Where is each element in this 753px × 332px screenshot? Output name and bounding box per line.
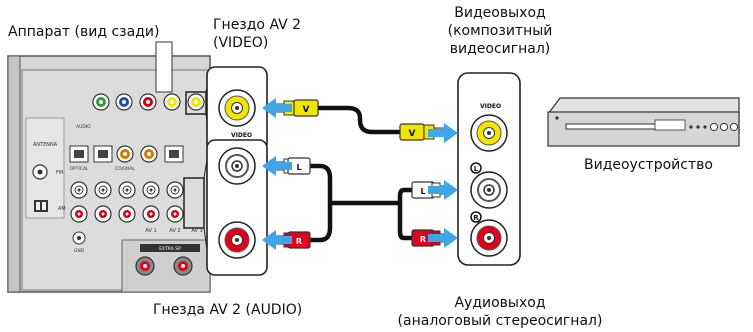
device-rear-label: Аппарат (вид сзади) (8, 24, 160, 40)
audio-cable: L R L R (269, 157, 453, 249)
video-out-label-line2: (композитный (447, 23, 553, 39)
video-player-device (547, 97, 740, 147)
video-cable: V V (269, 99, 449, 141)
av2-audio-label: Гнезда AV 2 (AUDIO) (153, 302, 303, 318)
audio-jack-grid: AV 1 AV 2 AV 3 GND (70, 181, 203, 254)
arrow-left-video (262, 98, 292, 118)
extra-sp-text: EXTRA SP (159, 246, 181, 252)
antenna-mast (155, 41, 173, 93)
audio-plug-left-red-letter: R (296, 237, 302, 246)
arrow-left-audio-red (262, 230, 292, 250)
audio-plug-right-red-letter: R (420, 235, 426, 244)
right-channel-letter: R (473, 214, 479, 222)
gnd-text: GND (74, 248, 85, 254)
device-video-jack-label: VIDEO (480, 103, 501, 110)
audio-out-label-line2: (аналоговый стереосигнал) (397, 313, 603, 329)
video-plug-left-tag (293, 99, 319, 117)
av2-video-label-line1: Гнездо AV 2 (213, 17, 302, 33)
am-text: AM (58, 206, 66, 212)
av3-text: AV 3 (191, 228, 202, 234)
video-device-label: Видеоустройство (584, 157, 713, 173)
speaker-terminals: EXTRA SP (121, 239, 211, 293)
av2-audio-zoom (206, 139, 268, 276)
av2-video-jack-label: VIDEO (231, 132, 252, 139)
audio-out-label-line1: Аудиовыход (454, 295, 546, 311)
arrow-right-audio-white (428, 180, 458, 200)
arrow-right-video (428, 123, 458, 143)
component-jacks (92, 93, 205, 111)
av1-text: AV 1 (145, 228, 156, 234)
video-plug-right-letter: V (409, 129, 416, 139)
arrow-right-audio-red (428, 228, 458, 248)
antenna-text: ANTENNA (33, 142, 58, 148)
right-channel-marker (470, 211, 482, 223)
left-channel-letter: L (474, 165, 479, 173)
receiver-rear-panel: ANTENNA FM AM OPTICAL COAXIAL AUDIO (7, 41, 211, 293)
left-channel-marker (470, 162, 482, 174)
av2-video-label-line2: (VIDEO) (213, 35, 269, 51)
audio-plug-right-white-letter: L (420, 187, 425, 196)
av2-text: AV 2 (169, 228, 180, 234)
optical-text: OPTICAL (69, 166, 89, 172)
av2-video-zoom: VIDEO (206, 66, 268, 153)
video-out-label-line1: Видеовыход (454, 5, 546, 21)
coaxial-text: COAXIAL (115, 166, 135, 172)
audio-plug-left-white-letter: L (296, 163, 301, 172)
fm-text: FM (56, 170, 63, 176)
video-plug-left-letter: V (303, 105, 310, 115)
audio-text: AUDIO (76, 124, 91, 130)
arrow-left-audio-white (262, 156, 292, 176)
device-output-zoom: VIDEO L R (457, 72, 521, 266)
signal-arrows (262, 98, 458, 250)
digital-inputs: OPTICAL COAXIAL AUDIO (69, 124, 184, 172)
video-out-label-line3: видеосигнал) (449, 41, 551, 57)
